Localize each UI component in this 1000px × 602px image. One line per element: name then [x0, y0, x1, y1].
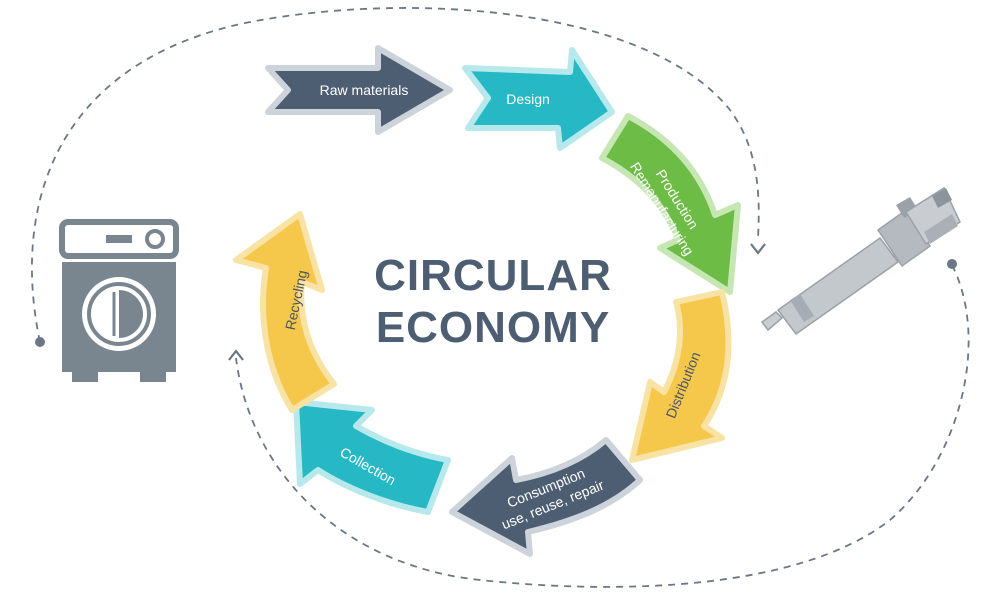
step-production: Production Remanufacturing [599, 113, 741, 295]
fuel-injector-icon [760, 186, 961, 336]
title-line2: ECONOMY [376, 303, 610, 352]
title-line1: CIRCULAR [374, 251, 612, 300]
step-label: Raw materials [320, 82, 409, 98]
step-collection: Collection [293, 399, 451, 515]
step-raw-materials: Raw materials [265, 45, 453, 135]
loop-start-dot [35, 337, 45, 347]
step-recycling: Recycling [233, 211, 337, 413]
step-consumption: Consumption use, reuse, repair [449, 437, 643, 557]
step-design: Design [462, 47, 615, 151]
loop-end-dot [947, 259, 957, 269]
washing-machine-icon [59, 219, 179, 382]
step-label: Design [506, 91, 550, 107]
dashed-loop-top [31, 7, 760, 343]
dashed-loop-bottom [235, 264, 970, 588]
loop-arrowhead-left [228, 349, 244, 361]
loop-arrowhead-right [750, 243, 766, 255]
step-distribution: Distribution [629, 289, 732, 463]
